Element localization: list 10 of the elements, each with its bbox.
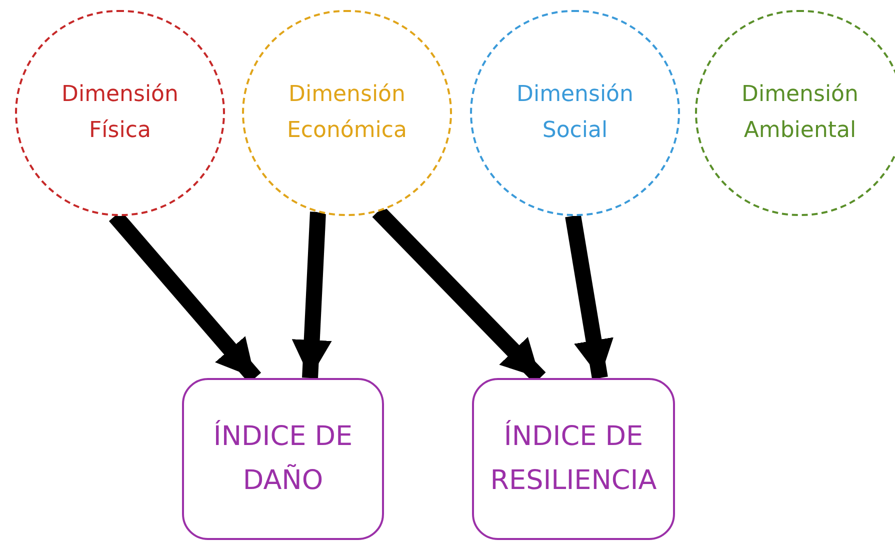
dimension-label: Dimensión Económica [286, 81, 408, 145]
rounded-box [182, 378, 384, 540]
arrow [292, 212, 332, 378]
arrow [565, 214, 614, 380]
index-label: ÍNDICE DE DAÑO [212, 419, 354, 498]
rounded-box [472, 378, 675, 540]
index-label: ÍNDICE DE RESILIENCIA [489, 419, 658, 498]
dimension-label: Dimensión Social [516, 81, 634, 145]
dimension-label: Dimensión Física [60, 81, 180, 145]
dimension-label: Dimensión Ambiental [740, 81, 860, 145]
